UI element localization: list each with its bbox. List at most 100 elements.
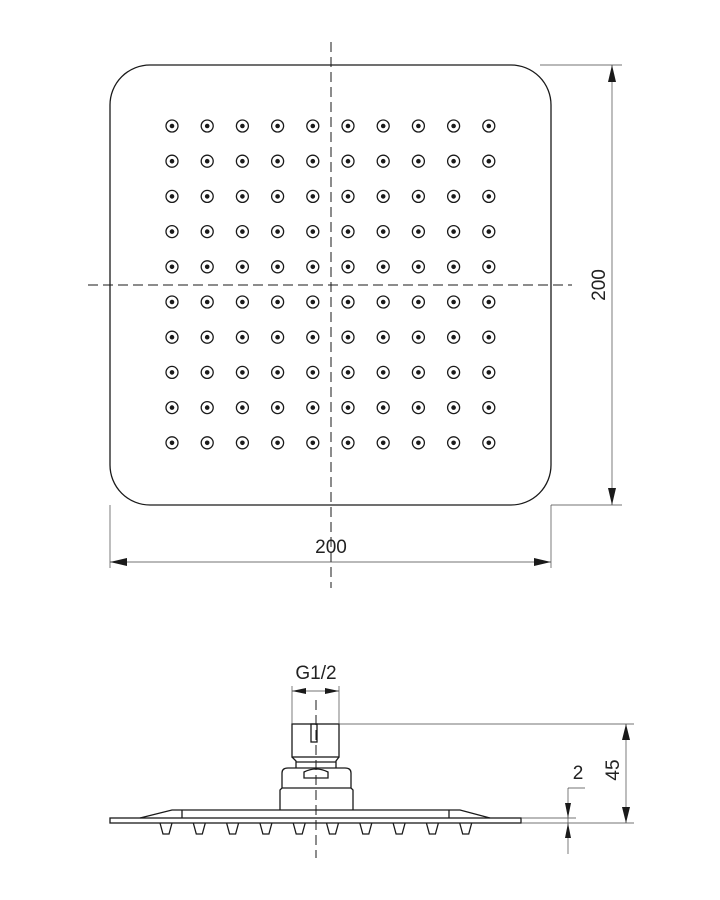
nozzle-hole — [376, 224, 390, 239]
nozzle-hole — [482, 119, 496, 133]
nozzle-hole — [235, 365, 250, 380]
nozzle-hole — [411, 365, 426, 380]
nozzle-hole — [376, 189, 390, 204]
nozzle-hole — [270, 295, 285, 309]
nozzle-hole — [270, 400, 285, 415]
nozzle-hole — [306, 295, 320, 309]
width-dimension-label: 200 — [315, 537, 347, 558]
nozzle-hole — [446, 154, 461, 168]
nozzle-hole — [270, 365, 285, 380]
nozzle-hole — [235, 224, 250, 239]
nozzle-hole — [235, 436, 250, 450]
plate-bevel — [139, 809, 491, 819]
nozzle-hole — [482, 400, 496, 415]
nozzle-hole — [306, 365, 320, 380]
nozzle-hole — [482, 295, 496, 309]
nozzle-hole — [446, 330, 461, 344]
nozzle-hole — [341, 400, 355, 415]
nozzle-hole — [376, 330, 390, 344]
nozzle-hole — [165, 260, 179, 274]
height-dimension: 200 — [540, 64, 622, 506]
nozzle-hole — [411, 224, 426, 239]
nozzle-hole — [482, 189, 496, 204]
nozzle-hole — [306, 154, 320, 168]
nozzle-hole — [200, 330, 214, 344]
plate-thickness-label: 2 — [573, 763, 584, 784]
nozzle-hole — [482, 330, 496, 344]
nozzle-hole — [306, 224, 320, 239]
nozzle-hole — [200, 154, 214, 168]
nozzle-hole — [446, 400, 461, 415]
nozzle-hole — [200, 436, 214, 450]
nozzle-hole — [446, 260, 461, 274]
side-nozzle — [392, 822, 406, 835]
nozzle-hole — [411, 436, 426, 450]
nozzle-hole — [270, 436, 285, 450]
nozzle-hole — [306, 189, 320, 204]
nozzle-hole — [376, 295, 390, 309]
nozzle-hole — [482, 154, 496, 168]
side-nozzle — [192, 822, 206, 835]
nozzle-hole — [235, 260, 250, 274]
overall-height-label: 45 — [603, 759, 624, 780]
nozzle-hole — [376, 260, 390, 274]
thread-dimension-label: G1/2 — [295, 663, 336, 684]
nozzle-hole — [165, 119, 179, 133]
nozzle-hole — [446, 436, 461, 450]
overall-height-dimension: 45 — [339, 723, 634, 824]
plate-thickness-dimension: 2 — [521, 763, 585, 854]
nozzle-hole — [306, 119, 320, 133]
side-nozzle — [225, 822, 240, 835]
nozzle-hole — [446, 189, 461, 204]
nozzle-hole — [200, 365, 214, 380]
side-nozzle — [459, 822, 473, 835]
nozzle-hole — [446, 365, 461, 380]
nozzle-hole — [270, 154, 285, 168]
nozzle-hole — [341, 260, 355, 274]
nozzle-hole — [411, 189, 426, 204]
nozzle-hole — [341, 295, 355, 309]
nozzle-hole — [376, 365, 390, 380]
nozzle-hole — [306, 260, 320, 274]
nozzle-hole — [411, 154, 426, 168]
nozzle-hole — [165, 400, 179, 415]
nozzle-hole — [376, 154, 390, 168]
nozzle-hole — [200, 295, 214, 309]
nozzle-hole — [235, 330, 250, 344]
side-nozzle — [292, 822, 306, 835]
nozzle-hole — [165, 154, 179, 168]
nozzle-hole — [341, 436, 355, 450]
nozzle-hole — [306, 400, 320, 415]
nozzle-hole — [270, 119, 285, 133]
nozzle-hole — [306, 436, 320, 450]
side-nozzle — [259, 822, 273, 835]
nozzle-hole — [200, 260, 214, 274]
nozzle-hole — [446, 295, 461, 309]
nozzle-hole — [306, 330, 320, 344]
nozzle-hole — [165, 436, 179, 450]
side-nozzle — [325, 822, 340, 835]
nozzle-hole — [200, 119, 214, 133]
height-dimension-label: 200 — [589, 269, 610, 301]
nozzle-hole — [235, 400, 250, 415]
nozzle-hole — [482, 224, 496, 239]
nozzle-hole — [165, 189, 179, 204]
nozzle-hole — [341, 365, 355, 380]
nozzle-hole — [446, 224, 461, 239]
nozzle-hole — [270, 260, 285, 274]
nozzle-hole — [235, 295, 250, 309]
connector-window — [303, 768, 329, 779]
nozzle-hole — [376, 400, 390, 415]
nozzle-hole — [270, 189, 285, 204]
nozzle-hole — [200, 189, 214, 204]
top-view: 200 200 — [88, 42, 622, 588]
nozzle-hole — [165, 365, 179, 380]
nut-slot — [310, 723, 318, 743]
nozzle-hole — [446, 119, 461, 133]
nozzle-hole — [482, 365, 496, 380]
nozzle-hole — [235, 154, 250, 168]
side-nozzles — [159, 822, 473, 835]
nozzle-hole — [341, 330, 355, 344]
nozzle-hole — [411, 295, 426, 309]
